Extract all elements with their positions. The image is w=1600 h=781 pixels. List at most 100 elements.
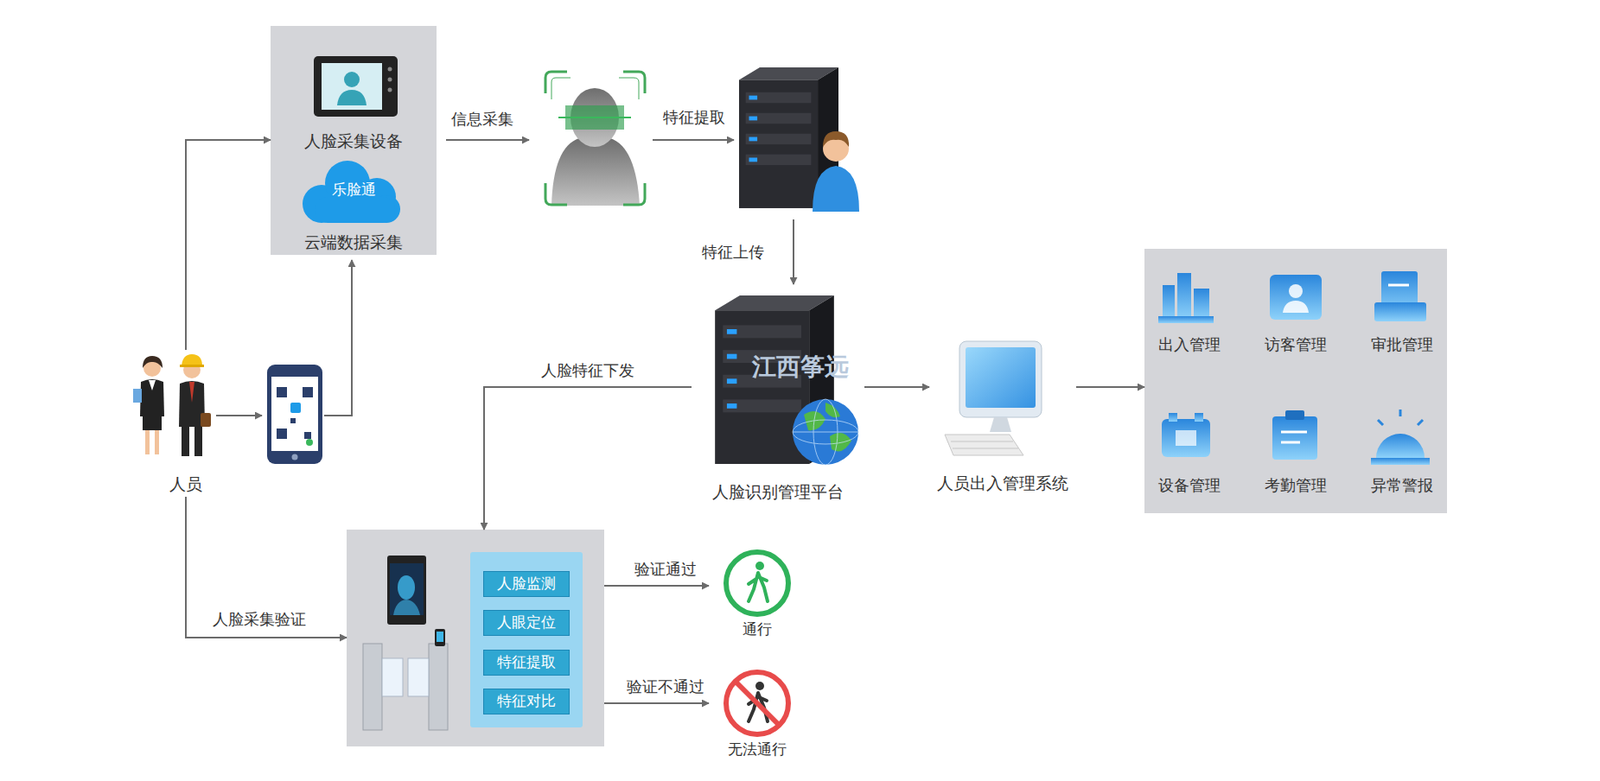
phone-icon <box>276 428 287 440</box>
pass-sign <box>748 573 768 602</box>
step-box: 特征对比 <box>483 688 570 715</box>
management-icons <box>1177 273 1192 320</box>
management-icons <box>1282 300 1309 313</box>
node-text: 异常警报 <box>1370 476 1434 496</box>
people-icon <box>194 427 203 457</box>
computer-icon <box>965 347 1036 408</box>
capture-device-icon <box>337 89 367 106</box>
connector-arrow <box>864 386 930 389</box>
management-icons <box>1399 409 1403 417</box>
flow-arrow <box>216 414 262 417</box>
management-icons <box>1162 285 1175 320</box>
turnstile-icon <box>382 658 403 697</box>
phone-icon <box>290 418 296 424</box>
stop-sign <box>736 682 778 725</box>
module-item: 审批管理 <box>1358 266 1446 360</box>
step-box: 特征提取 <box>483 650 570 676</box>
management-panel <box>1144 248 1448 514</box>
system-node: 人员出入管理系统 <box>929 332 1077 498</box>
computer-icon <box>944 434 1024 456</box>
step-box: 人眼定位 <box>483 610 570 637</box>
node-text: 审批管理 <box>1370 335 1434 355</box>
people-icon <box>181 354 203 367</box>
management-icons <box>1370 458 1430 466</box>
management-icons <box>1376 433 1425 459</box>
flow-arrow <box>324 260 352 416</box>
face-terminal-icon <box>393 599 421 616</box>
flow-arrow <box>446 139 530 141</box>
connector-arrow <box>185 140 271 351</box>
cloud-icon <box>302 160 401 224</box>
people-icon <box>179 364 204 368</box>
server-icon <box>739 67 860 212</box>
face-terminal-icon <box>389 563 424 616</box>
flow-arrow <box>652 139 734 141</box>
platform-server-icon <box>829 433 852 452</box>
capture-device-icon <box>321 63 383 110</box>
edge-label: 验证不通过 <box>626 677 705 697</box>
platform-server-icon <box>714 295 859 466</box>
platform-server-icon <box>792 432 859 434</box>
face-scan-icon <box>545 71 568 94</box>
people-icon <box>189 382 195 403</box>
computer-icon <box>944 341 1042 456</box>
people-icon <box>133 354 211 457</box>
management-icons <box>1272 416 1318 460</box>
connector-arrow <box>604 585 709 587</box>
face-scan-icon <box>551 138 640 206</box>
gate-panel <box>346 529 605 747</box>
panel: 人脸采集设备乐脸通云端数据采集 <box>270 25 437 255</box>
flow-arrow <box>792 219 795 285</box>
server-icon <box>812 165 860 212</box>
management-icons <box>1288 284 1303 299</box>
face-scan-icon <box>551 77 639 100</box>
management-icons <box>1168 413 1178 422</box>
arrow-label: 信息采集 <box>451 109 514 129</box>
platform-server-icon <box>825 402 841 418</box>
capture-panel <box>270 25 437 255</box>
face-scan-icon <box>623 183 645 205</box>
module-item: 考勤管理 <box>1252 407 1339 501</box>
platform-node: 人脸识别管理平台 <box>691 293 865 506</box>
node-text: 访客管理 <box>1264 335 1327 355</box>
gate-panel <box>470 552 583 728</box>
capture-device-icon <box>388 88 393 93</box>
turnstile-icon <box>407 658 429 697</box>
management-icons <box>1158 316 1214 324</box>
result-node: 无法通行 <box>708 668 806 765</box>
module-item: 访客管理 <box>1252 266 1339 360</box>
people-icon <box>145 430 150 455</box>
server-icon <box>822 131 849 147</box>
phone-icon <box>292 454 299 461</box>
module-item: 出入管理 <box>1146 266 1233 360</box>
module-panel: 出入管理访客管理 审批管理设备管理 考勤管理异常警报 <box>1144 248 1448 514</box>
turnstile-icon <box>436 631 444 643</box>
node-text: 人脸采集设备 <box>304 131 403 152</box>
people-icon <box>148 380 156 391</box>
phone-icon <box>267 364 323 465</box>
face-scan-icon <box>545 71 645 206</box>
people-icon <box>133 388 142 403</box>
gate-panel <box>346 529 605 747</box>
management-icons <box>1285 410 1305 421</box>
node-text: 特征提取 <box>497 653 556 671</box>
node-text: 设备管理 <box>1158 476 1221 496</box>
people-node: 人员 <box>142 350 230 498</box>
node-text: 乐脸通 <box>331 180 377 198</box>
face-scan-icon <box>618 77 639 100</box>
computer-icon <box>959 341 1042 418</box>
management-icons <box>1269 274 1322 320</box>
computer-icon <box>952 448 1019 450</box>
result-node: 通行 <box>708 548 806 645</box>
face-scan-icon <box>551 77 571 100</box>
connector-arrow <box>1076 386 1145 389</box>
connector-arrow <box>484 387 692 530</box>
management-icons <box>1161 419 1211 458</box>
management-icons <box>1377 420 1384 426</box>
management-icons <box>1158 271 1430 466</box>
node-text: 人员 <box>169 474 203 495</box>
computer-icon <box>989 417 1012 433</box>
